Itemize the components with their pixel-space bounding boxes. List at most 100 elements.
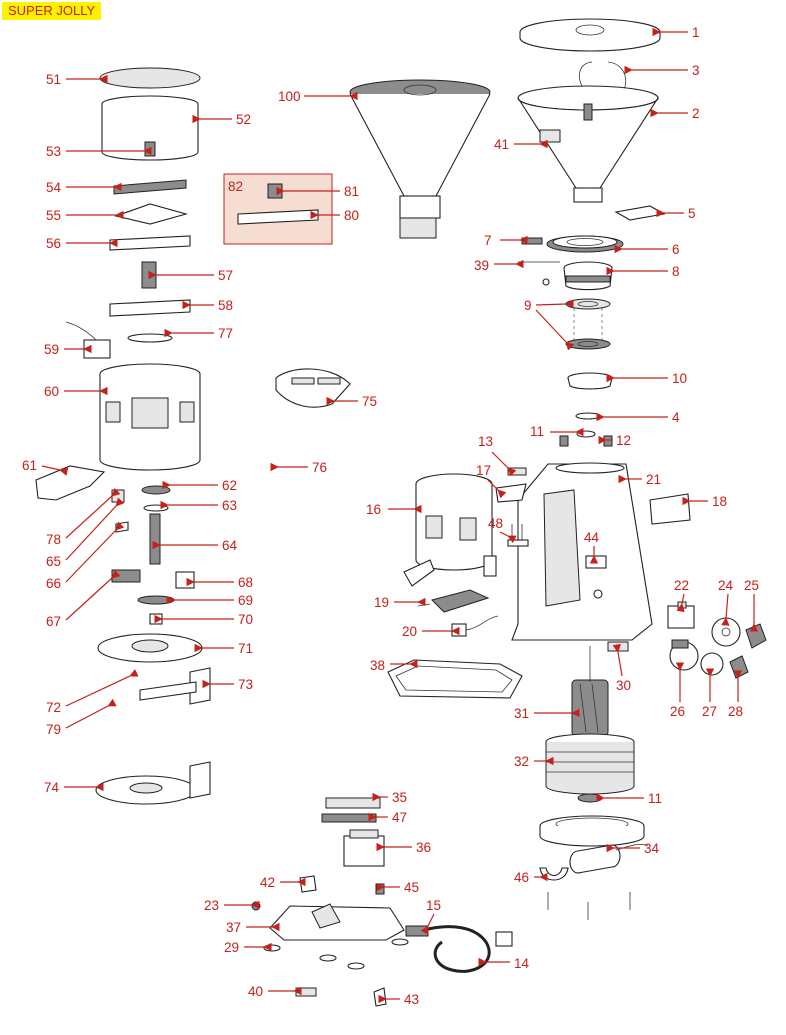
callout-51: 51 xyxy=(46,72,61,87)
large-hopper xyxy=(349,79,491,239)
microswitch xyxy=(65,321,111,359)
callout-35: 35 xyxy=(392,790,407,805)
side-plate xyxy=(649,493,691,525)
callout-62: 62 xyxy=(222,478,237,493)
callout-5: 5 xyxy=(688,206,696,221)
model-title: SUPER JOLLY xyxy=(2,2,102,20)
callout-57: 57 xyxy=(218,268,233,283)
doser-shaft-parts xyxy=(111,485,171,565)
callout-30: 30 xyxy=(616,678,631,693)
doser-base-complete xyxy=(95,761,211,805)
spacer-and-bearing xyxy=(559,412,613,447)
upper-protection-plate xyxy=(607,641,629,652)
callout-12: 12 xyxy=(616,433,631,448)
callout-56: 56 xyxy=(46,236,61,251)
callout-10: 10 xyxy=(672,371,687,386)
callout-13: 13 xyxy=(478,434,493,449)
switch-lever xyxy=(417,589,490,613)
callout-63: 63 xyxy=(222,498,237,513)
callout-17: 17 xyxy=(476,463,491,478)
callout-67: 67 xyxy=(46,614,61,629)
callout-76: 76 xyxy=(312,460,327,475)
callout-1: 1 xyxy=(692,25,700,40)
doser-star-assembly xyxy=(109,179,191,343)
callout-81: 81 xyxy=(344,184,359,199)
callout-45: 45 xyxy=(404,880,419,895)
drip-tray xyxy=(387,659,523,699)
callout-42: 42 xyxy=(260,875,275,890)
callout-26: 26 xyxy=(670,704,685,719)
doser-base-plate xyxy=(97,633,211,705)
callout-55: 55 xyxy=(46,208,61,223)
motor-stator xyxy=(545,733,635,795)
lower-bearing xyxy=(577,793,603,803)
front-switch-cover xyxy=(495,467,527,503)
callout-78: 78 xyxy=(46,532,61,547)
callout-69: 69 xyxy=(238,593,253,608)
selector-switch xyxy=(669,639,749,679)
capacitor xyxy=(569,843,649,874)
callout-labels: 1 2 3 4 5 6 7 8 9 10 11 11 12 xyxy=(22,25,759,1007)
callout-82: 82 xyxy=(228,179,243,194)
callout-68: 68 xyxy=(238,575,253,590)
ground-coffee-doser-outline xyxy=(403,473,497,587)
dial-plate-and-knob xyxy=(711,617,767,649)
timer-switch xyxy=(667,601,695,629)
callout-47: 47 xyxy=(392,810,407,825)
callout-19: 19 xyxy=(374,595,389,610)
callout-9: 9 xyxy=(524,298,532,313)
terminal-block xyxy=(321,797,381,823)
callout-70: 70 xyxy=(238,612,253,627)
callout-48: 48 xyxy=(488,516,503,531)
callout-79: 79 xyxy=(46,722,61,737)
callout-100: 100 xyxy=(278,89,301,104)
callout-8: 8 xyxy=(672,264,680,279)
callout-25: 25 xyxy=(744,578,759,593)
callout-29: 29 xyxy=(224,940,239,955)
hopper-lid xyxy=(519,18,661,52)
callout-11a: 11 xyxy=(530,424,544,439)
callout-46: 46 xyxy=(514,870,529,885)
callout-2: 2 xyxy=(692,106,700,121)
callout-65: 65 xyxy=(46,554,61,569)
callout-64: 64 xyxy=(222,538,238,553)
callout-43: 43 xyxy=(404,992,419,1007)
doser-lever-group xyxy=(111,569,195,625)
callout-38: 38 xyxy=(370,658,385,673)
callout-3: 3 xyxy=(692,63,700,78)
callout-6: 6 xyxy=(672,242,680,257)
callout-74: 74 xyxy=(44,780,60,795)
base-plate xyxy=(269,903,405,941)
callout-7: 7 xyxy=(484,233,492,248)
callout-54: 54 xyxy=(46,180,62,195)
doser-container xyxy=(101,95,199,161)
callout-22: 22 xyxy=(674,578,689,593)
callout-23: 23 xyxy=(204,898,219,913)
grinder-body xyxy=(511,462,653,641)
lower-burr-carrier xyxy=(567,372,613,390)
callout-72: 72 xyxy=(46,700,61,715)
callout-53: 53 xyxy=(46,144,61,159)
hopper xyxy=(517,85,659,203)
subassembly-box xyxy=(223,173,333,245)
callout-36: 36 xyxy=(416,840,431,855)
callout-21: 21 xyxy=(646,472,661,487)
callout-4: 4 xyxy=(672,410,680,425)
callout-34: 34 xyxy=(644,841,660,856)
upper-burr-carrier xyxy=(542,261,613,291)
callout-71: 71 xyxy=(238,641,253,656)
callout-58: 58 xyxy=(218,298,233,313)
callout-59: 59 xyxy=(44,342,59,357)
callout-27: 27 xyxy=(702,704,717,719)
callout-61: 61 xyxy=(22,458,37,473)
callout-18: 18 xyxy=(712,494,727,509)
capacitor-clamp xyxy=(539,867,569,881)
callout-24: 24 xyxy=(718,578,734,593)
callout-77: 77 xyxy=(218,326,233,341)
contactor-relay xyxy=(343,829,385,867)
callout-40: 40 xyxy=(248,984,263,999)
callout-16: 16 xyxy=(366,502,381,517)
callout-44: 44 xyxy=(584,530,600,545)
doser-spout xyxy=(35,465,106,501)
